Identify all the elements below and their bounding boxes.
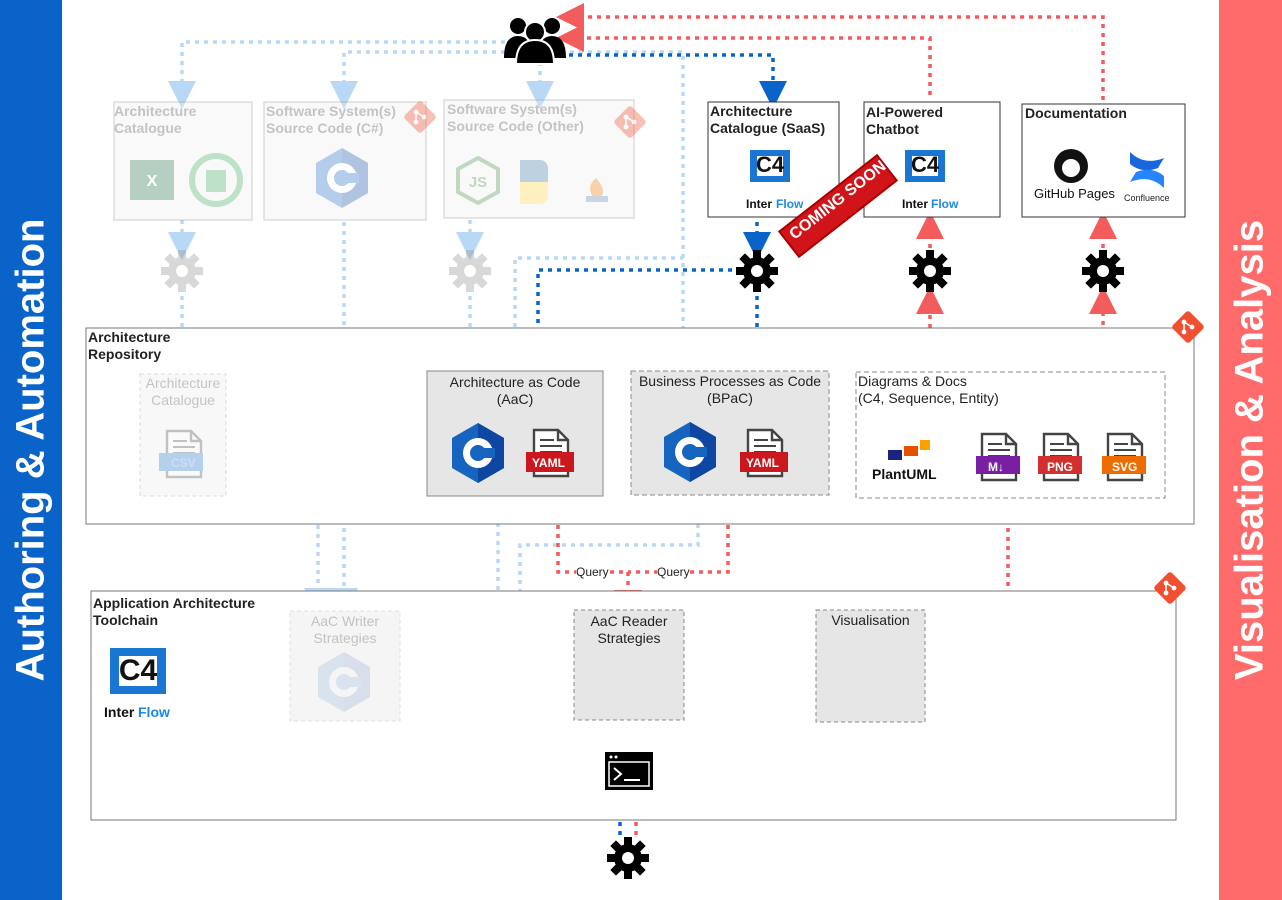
users-to-catalogue-link — [168, 40, 505, 109]
users-to-saas-link — [560, 53, 787, 109]
toolchain-title: Application Architecture Toolchain — [93, 595, 256, 628]
java-icon — [590, 178, 603, 200]
source-other-label: Software System(s) Source Code (Other) — [447, 101, 584, 134]
svg-icon — [1102, 432, 1146, 482]
source-cs-label: Software System(s) Source Code (C#) — [266, 103, 396, 136]
aac-yaml-icon — [526, 428, 574, 478]
c4-chatbot-inter: Inter — [902, 197, 929, 211]
bottom-gear-icon — [607, 837, 649, 879]
visualisation-label: Visualisation — [831, 612, 910, 628]
catalogue-gear-icon — [161, 250, 203, 292]
c4-saas-inter: Inter — [746, 197, 773, 211]
bpac-label: Business Processes as Code (BPaC) — [638, 373, 822, 406]
terminal-icon — [605, 752, 653, 790]
source-gear-icon — [449, 250, 491, 292]
c4-chatbot-logo — [905, 150, 945, 182]
aac-label: Architecture as Code (AaC) — [449, 374, 581, 407]
repository-title: Architecture Repository — [88, 329, 171, 362]
markdown-icon — [976, 432, 1020, 482]
bpac-yaml-label: YAML — [746, 456, 779, 470]
chatbot-label: AI-Powered Chatbot — [866, 104, 944, 137]
nodejs-icon — [456, 155, 500, 206]
documentation-gear-icon — [1082, 250, 1124, 292]
catalogue-label: Architecture Catalogue — [114, 103, 197, 136]
svg-text:JS: JS — [469, 174, 487, 191]
visualisation-box — [815, 609, 926, 723]
c4-toolchain-logo — [110, 648, 166, 694]
source-other-box — [443, 99, 635, 219]
c4-saas-logo — [750, 150, 790, 182]
writer-box — [289, 610, 401, 722]
c4-toolchain-mark: C4 — [118, 654, 158, 687]
svg-text:X: X — [147, 173, 158, 190]
reader-label: AaC Reader Strategies — [590, 613, 668, 646]
aac-yaml-label: YAML — [532, 456, 565, 470]
csv-label: CSV — [171, 456, 196, 470]
repo-catalogue-label: Architecture Catalogue — [145, 375, 221, 408]
c4-chatbot-flow: Flow — [931, 197, 959, 211]
c4-toolchain-flow: Flow — [138, 704, 170, 720]
plantuml-label: PlantUML — [872, 466, 937, 482]
plantuml-icon — [888, 440, 930, 460]
confluence-label: Confluence — [1124, 193, 1170, 203]
excel-icon — [130, 160, 174, 200]
writer-label: AaC Writer Strategies — [310, 613, 380, 646]
python-icon — [520, 160, 548, 182]
coming-soon-stamp — [777, 153, 899, 259]
catalogue-box — [113, 101, 253, 221]
sheets-icon — [189, 153, 243, 207]
png-label: PNG — [1047, 460, 1074, 474]
users-to-source-cs-link — [330, 50, 505, 109]
c4-saas-flow: Flow — [776, 197, 804, 211]
github-pages-label: GitHub Pages — [1034, 186, 1115, 201]
users-icon — [504, 18, 566, 65]
query-label-aac: Query — [576, 564, 609, 581]
markdown-label: M↓ — [988, 460, 1004, 474]
saas-catalogue-label: Architecture Catalogue (SaaS) — [710, 103, 826, 136]
confluence-icon — [1130, 152, 1164, 171]
right-band: Visualisation & Analysis — [1219, 0, 1282, 900]
diagrams-label: Diagrams & Docs (C4, Sequence, Entity) — [858, 373, 999, 406]
left-band: Authoring & Automation — [0, 0, 62, 900]
bpac-box — [630, 370, 830, 496]
chatbot-gear-icon — [909, 250, 951, 292]
c4-saas-mark: C4 — [755, 152, 785, 177]
query-label-bpac: Query — [657, 564, 690, 581]
png-icon — [1038, 432, 1082, 482]
aac-box — [426, 370, 604, 497]
reader-box — [573, 609, 685, 721]
c4-chatbot-mark: C4 — [910, 152, 940, 177]
documentation-label: Documentation — [1025, 105, 1127, 121]
bpac-yaml-icon — [740, 428, 788, 478]
c4-toolchain-inter: Inter — [104, 704, 135, 720]
svg-label: SVG — [1112, 460, 1138, 474]
saas-gear-icon — [736, 250, 778, 292]
